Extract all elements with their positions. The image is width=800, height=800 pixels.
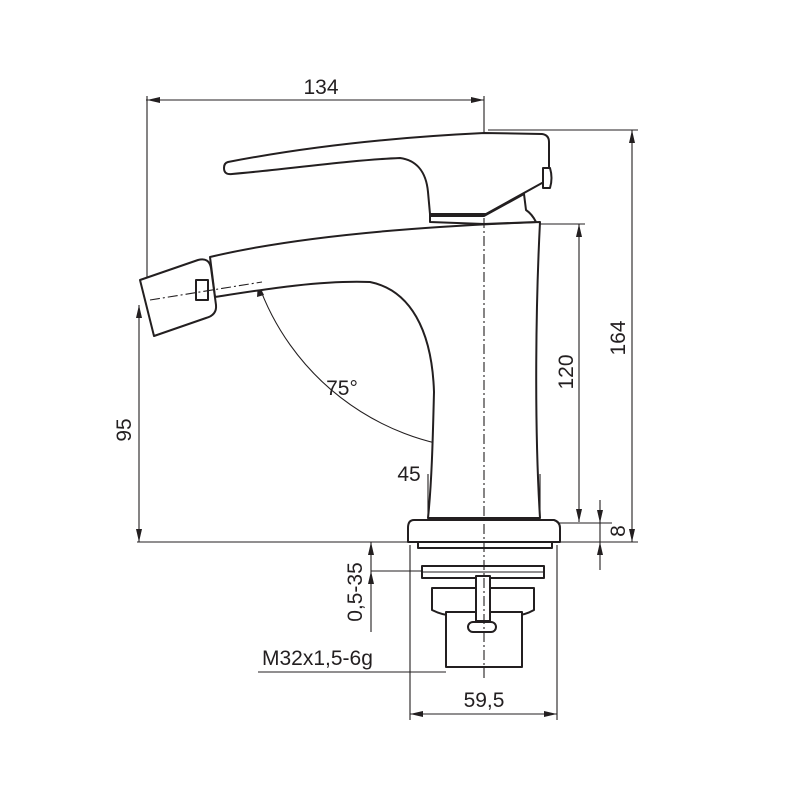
overall-width-label: 134: [303, 76, 338, 99]
handle-button: [542, 167, 553, 189]
dimension-lines: [137, 96, 638, 720]
screw-head: [467, 621, 497, 633]
spray-head-connector: [195, 279, 209, 301]
body-width-label: 45: [397, 463, 420, 486]
lever-handle: [223, 132, 550, 215]
spout-height-label: 95: [113, 418, 136, 441]
faucet-body: [209, 221, 541, 519]
fixing-screw: [475, 575, 491, 622]
spray-head: [139, 258, 218, 337]
faucet: [139, 132, 561, 680]
body-height-label: 120: [555, 354, 578, 389]
overall-height-label: 164: [607, 320, 630, 355]
deck-thickness-label: 0,5-35: [344, 562, 367, 622]
base-diameter-label: 59,5: [464, 689, 505, 712]
base-thickness-label: 8: [607, 525, 630, 537]
thread-label: M32x1,5-6g: [262, 647, 373, 670]
dimension-arrows: [136, 97, 635, 717]
mounting-ring: [417, 541, 553, 549]
dimension-labels: 134 164 120 8 95 45 75° 0,5-35 M32x1,5-6…: [113, 76, 630, 712]
spray-axis: [149, 281, 263, 301]
spray-angle-label: 75°: [326, 377, 358, 400]
